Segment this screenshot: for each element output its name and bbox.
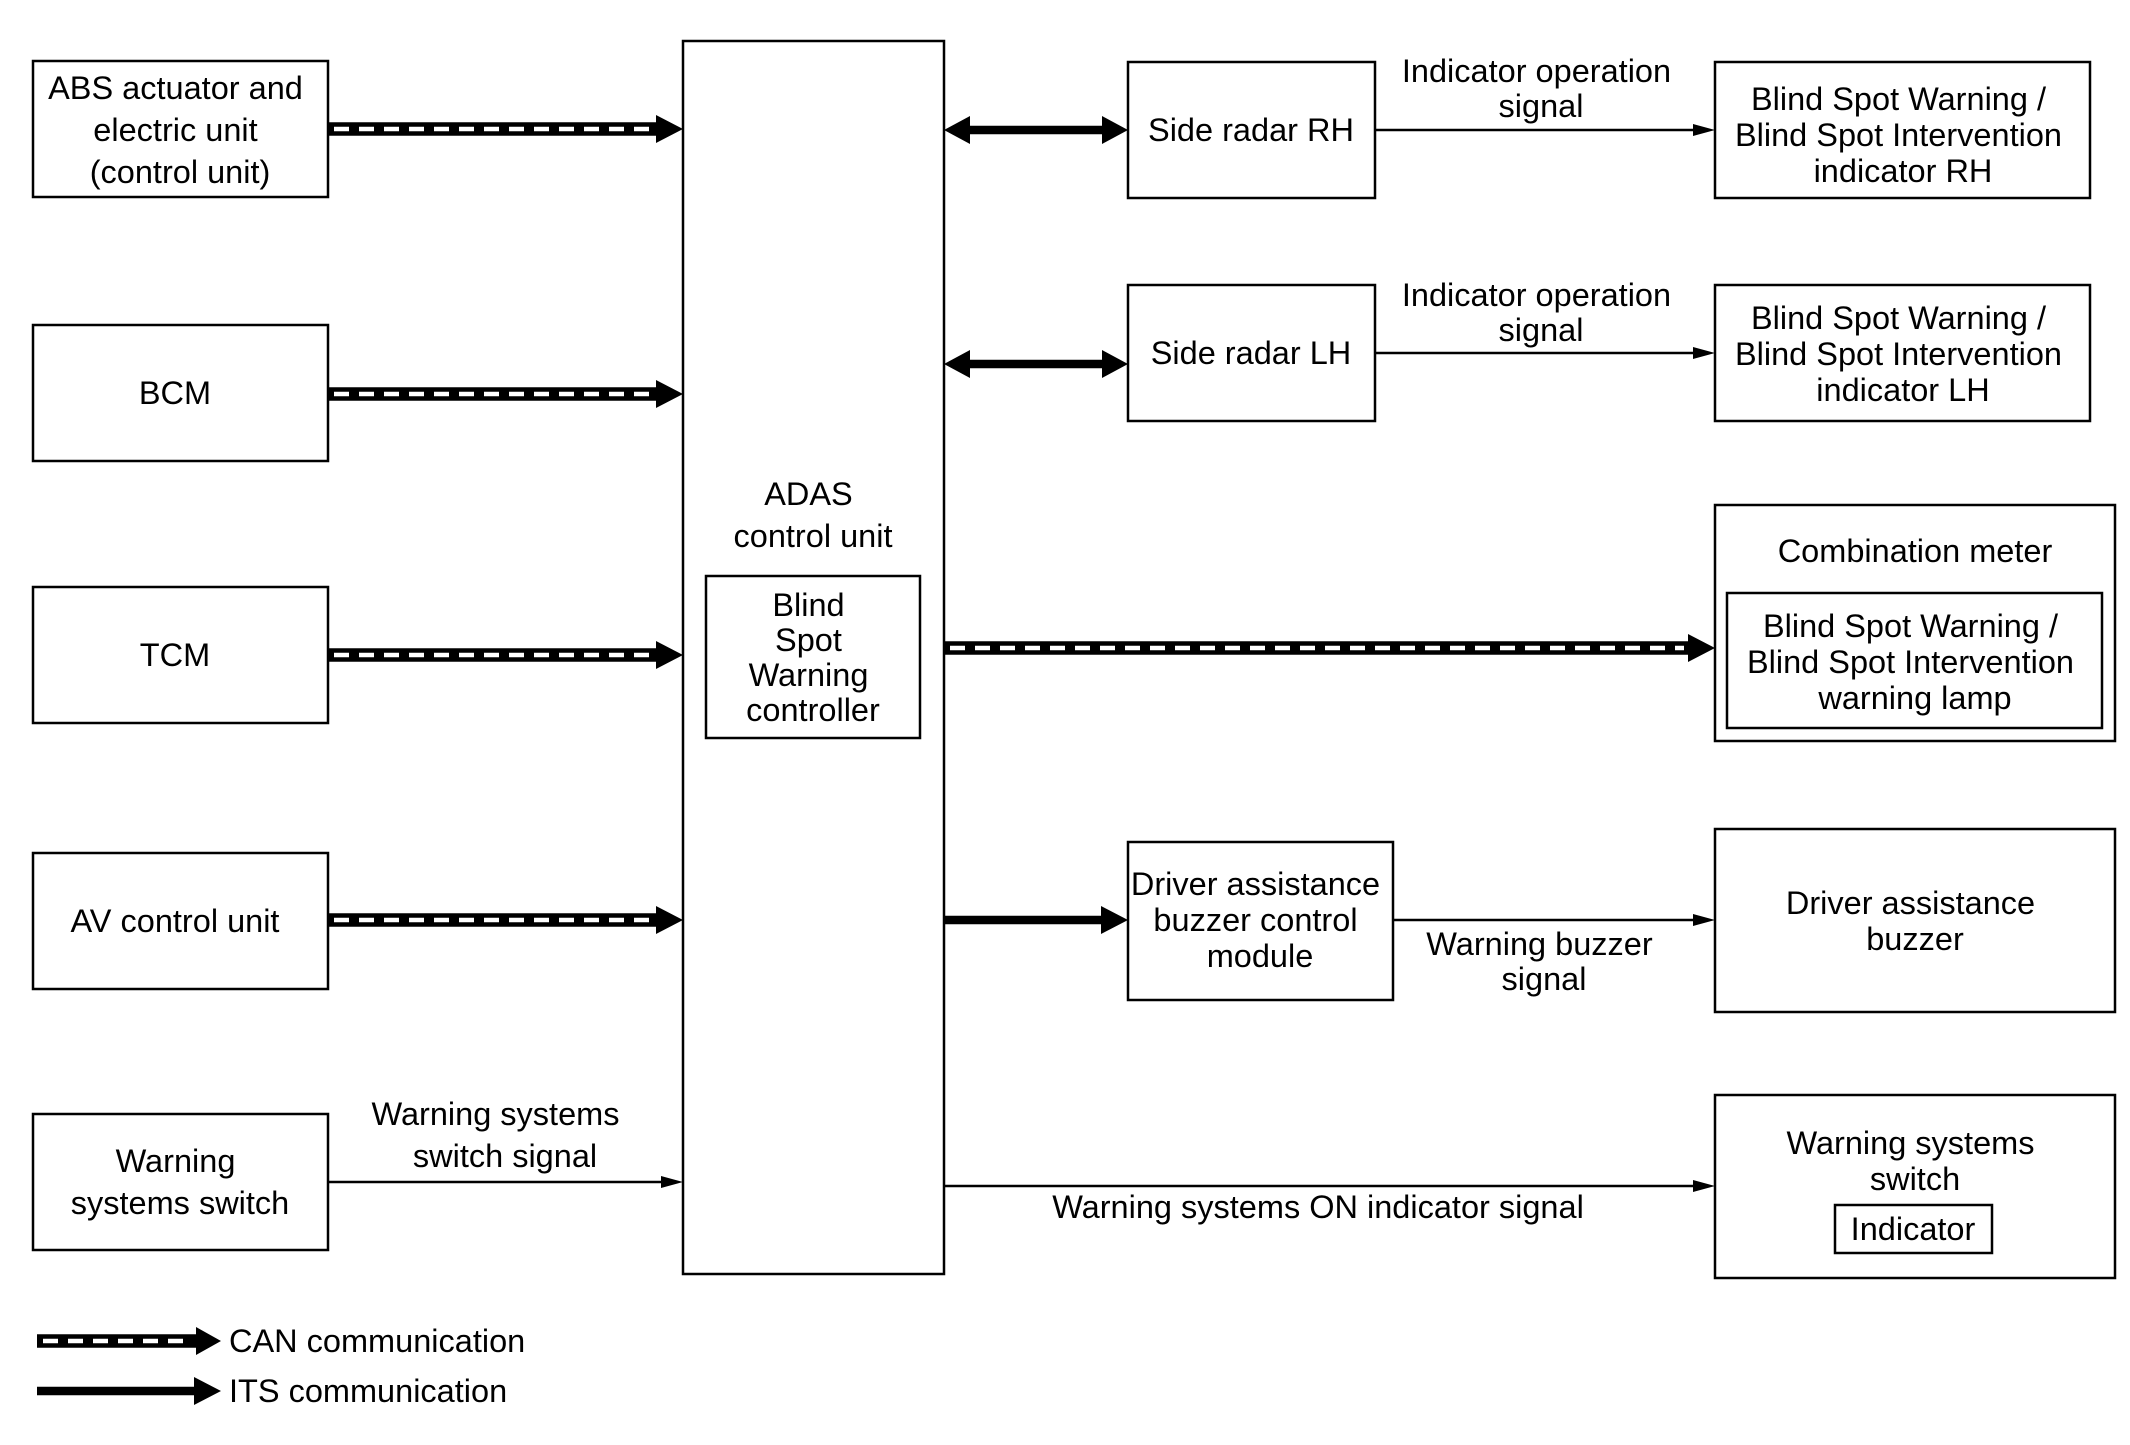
warning-systems-switch-output-label: Warning systems switch bbox=[1786, 1125, 2043, 1197]
warning-systems-switch-signal-label: Warning systems switch signal bbox=[371, 1096, 628, 1174]
warning-buzzer-signal-label: Warning buzzer signal bbox=[1426, 926, 1661, 997]
combination-meter-label: Combination meter bbox=[1778, 533, 2053, 569]
its-arrow-buzzer-module bbox=[944, 906, 1128, 934]
adas-control-unit-label: ADAS control unit bbox=[734, 476, 893, 554]
can-arrow-abs bbox=[328, 115, 683, 143]
warning-lamp-box: Blind Spot Warning / Blind Spot Interven… bbox=[1725, 591, 2104, 730]
blind-spot-warning-controller-box: Blind Spot Warning controller bbox=[704, 574, 922, 740]
indicator-box: Indicator bbox=[1833, 1203, 1994, 1255]
indicator-lh-box: Blind Spot Warning / Blind Spot Interven… bbox=[1713, 283, 2092, 423]
legend-its-arrow bbox=[37, 1377, 221, 1405]
warning-systems-switch-input-box: Warning systems switch bbox=[31, 1112, 330, 1252]
indicator-rh-box: Blind Spot Warning / Blind Spot Interven… bbox=[1713, 60, 2092, 200]
blind-spot-warning-controller-label: Blind Spot Warning controller bbox=[746, 587, 880, 728]
indicator-lh-label: Blind Spot Warning / Blind Spot Interven… bbox=[1735, 300, 2071, 408]
its-arrow-radar-rh bbox=[944, 116, 1128, 144]
legend-can-arrow bbox=[37, 1327, 221, 1355]
signal-arrow-buzzer bbox=[1393, 914, 1715, 926]
av-control-unit-box: AV control unit bbox=[31, 851, 330, 991]
can-arrow-tcm bbox=[328, 641, 683, 669]
signal-arrow-indicator-lh bbox=[1375, 347, 1715, 359]
warning-lamp-label: Blind Spot Warning / Blind Spot Interven… bbox=[1747, 608, 2083, 716]
buzzer-control-module-box: Driver assistance buzzer control module bbox=[1126, 840, 1395, 1002]
tcm-box: TCM bbox=[31, 585, 330, 725]
can-arrow-av bbox=[328, 906, 683, 934]
signal-arrow-switch-input bbox=[328, 1176, 683, 1188]
warning-systems-on-indicator-signal-label: Warning systems ON indicator signal bbox=[1052, 1189, 1584, 1225]
side-radar-lh-box: Side radar LH bbox=[1126, 283, 1377, 423]
tcm-label: TCM bbox=[140, 637, 210, 673]
driver-assistance-buzzer-label: Driver assistance buzzer bbox=[1786, 885, 2044, 957]
signal-arrow-indicator-rh bbox=[1375, 124, 1715, 136]
legend-its-label: ITS communication bbox=[229, 1373, 507, 1409]
legend: CAN communication ITS communication bbox=[37, 1323, 525, 1409]
indicator-label: Indicator bbox=[1851, 1211, 1976, 1247]
indicator-rh-label: Blind Spot Warning / Blind Spot Interven… bbox=[1735, 81, 2071, 189]
abs-actuator-box: ABS actuator and electric unit (control … bbox=[31, 59, 330, 199]
its-arrow-radar-lh bbox=[944, 350, 1128, 378]
buzzer-control-module-label: Driver assistance buzzer control module bbox=[1131, 866, 1389, 974]
side-radar-rh-label: Side radar RH bbox=[1148, 112, 1354, 148]
indicator-operation-signal-rh-label: Indicator operation signal bbox=[1402, 53, 1680, 124]
indicator-operation-signal-lh-label: Indicator operation signal bbox=[1402, 277, 1680, 348]
can-arrow-bcm bbox=[328, 380, 683, 408]
can-arrow-combination-meter bbox=[944, 634, 1715, 662]
bcm-box: BCM bbox=[31, 323, 330, 463]
bcm-label: BCM bbox=[139, 375, 211, 411]
signal-arrow-on-indicator bbox=[944, 1180, 1715, 1192]
av-control-unit-label: AV control unit bbox=[71, 903, 280, 939]
abs-actuator-label: ABS actuator and electric unit (control … bbox=[48, 70, 312, 190]
side-radar-rh-box: Side radar RH bbox=[1126, 60, 1377, 200]
legend-can-label: CAN communication bbox=[229, 1323, 525, 1359]
warning-systems-switch-input-label: Warning systems switch bbox=[71, 1143, 290, 1221]
driver-assistance-buzzer-box: Driver assistance buzzer bbox=[1713, 827, 2117, 1014]
side-radar-lh-label: Side radar LH bbox=[1151, 335, 1352, 371]
